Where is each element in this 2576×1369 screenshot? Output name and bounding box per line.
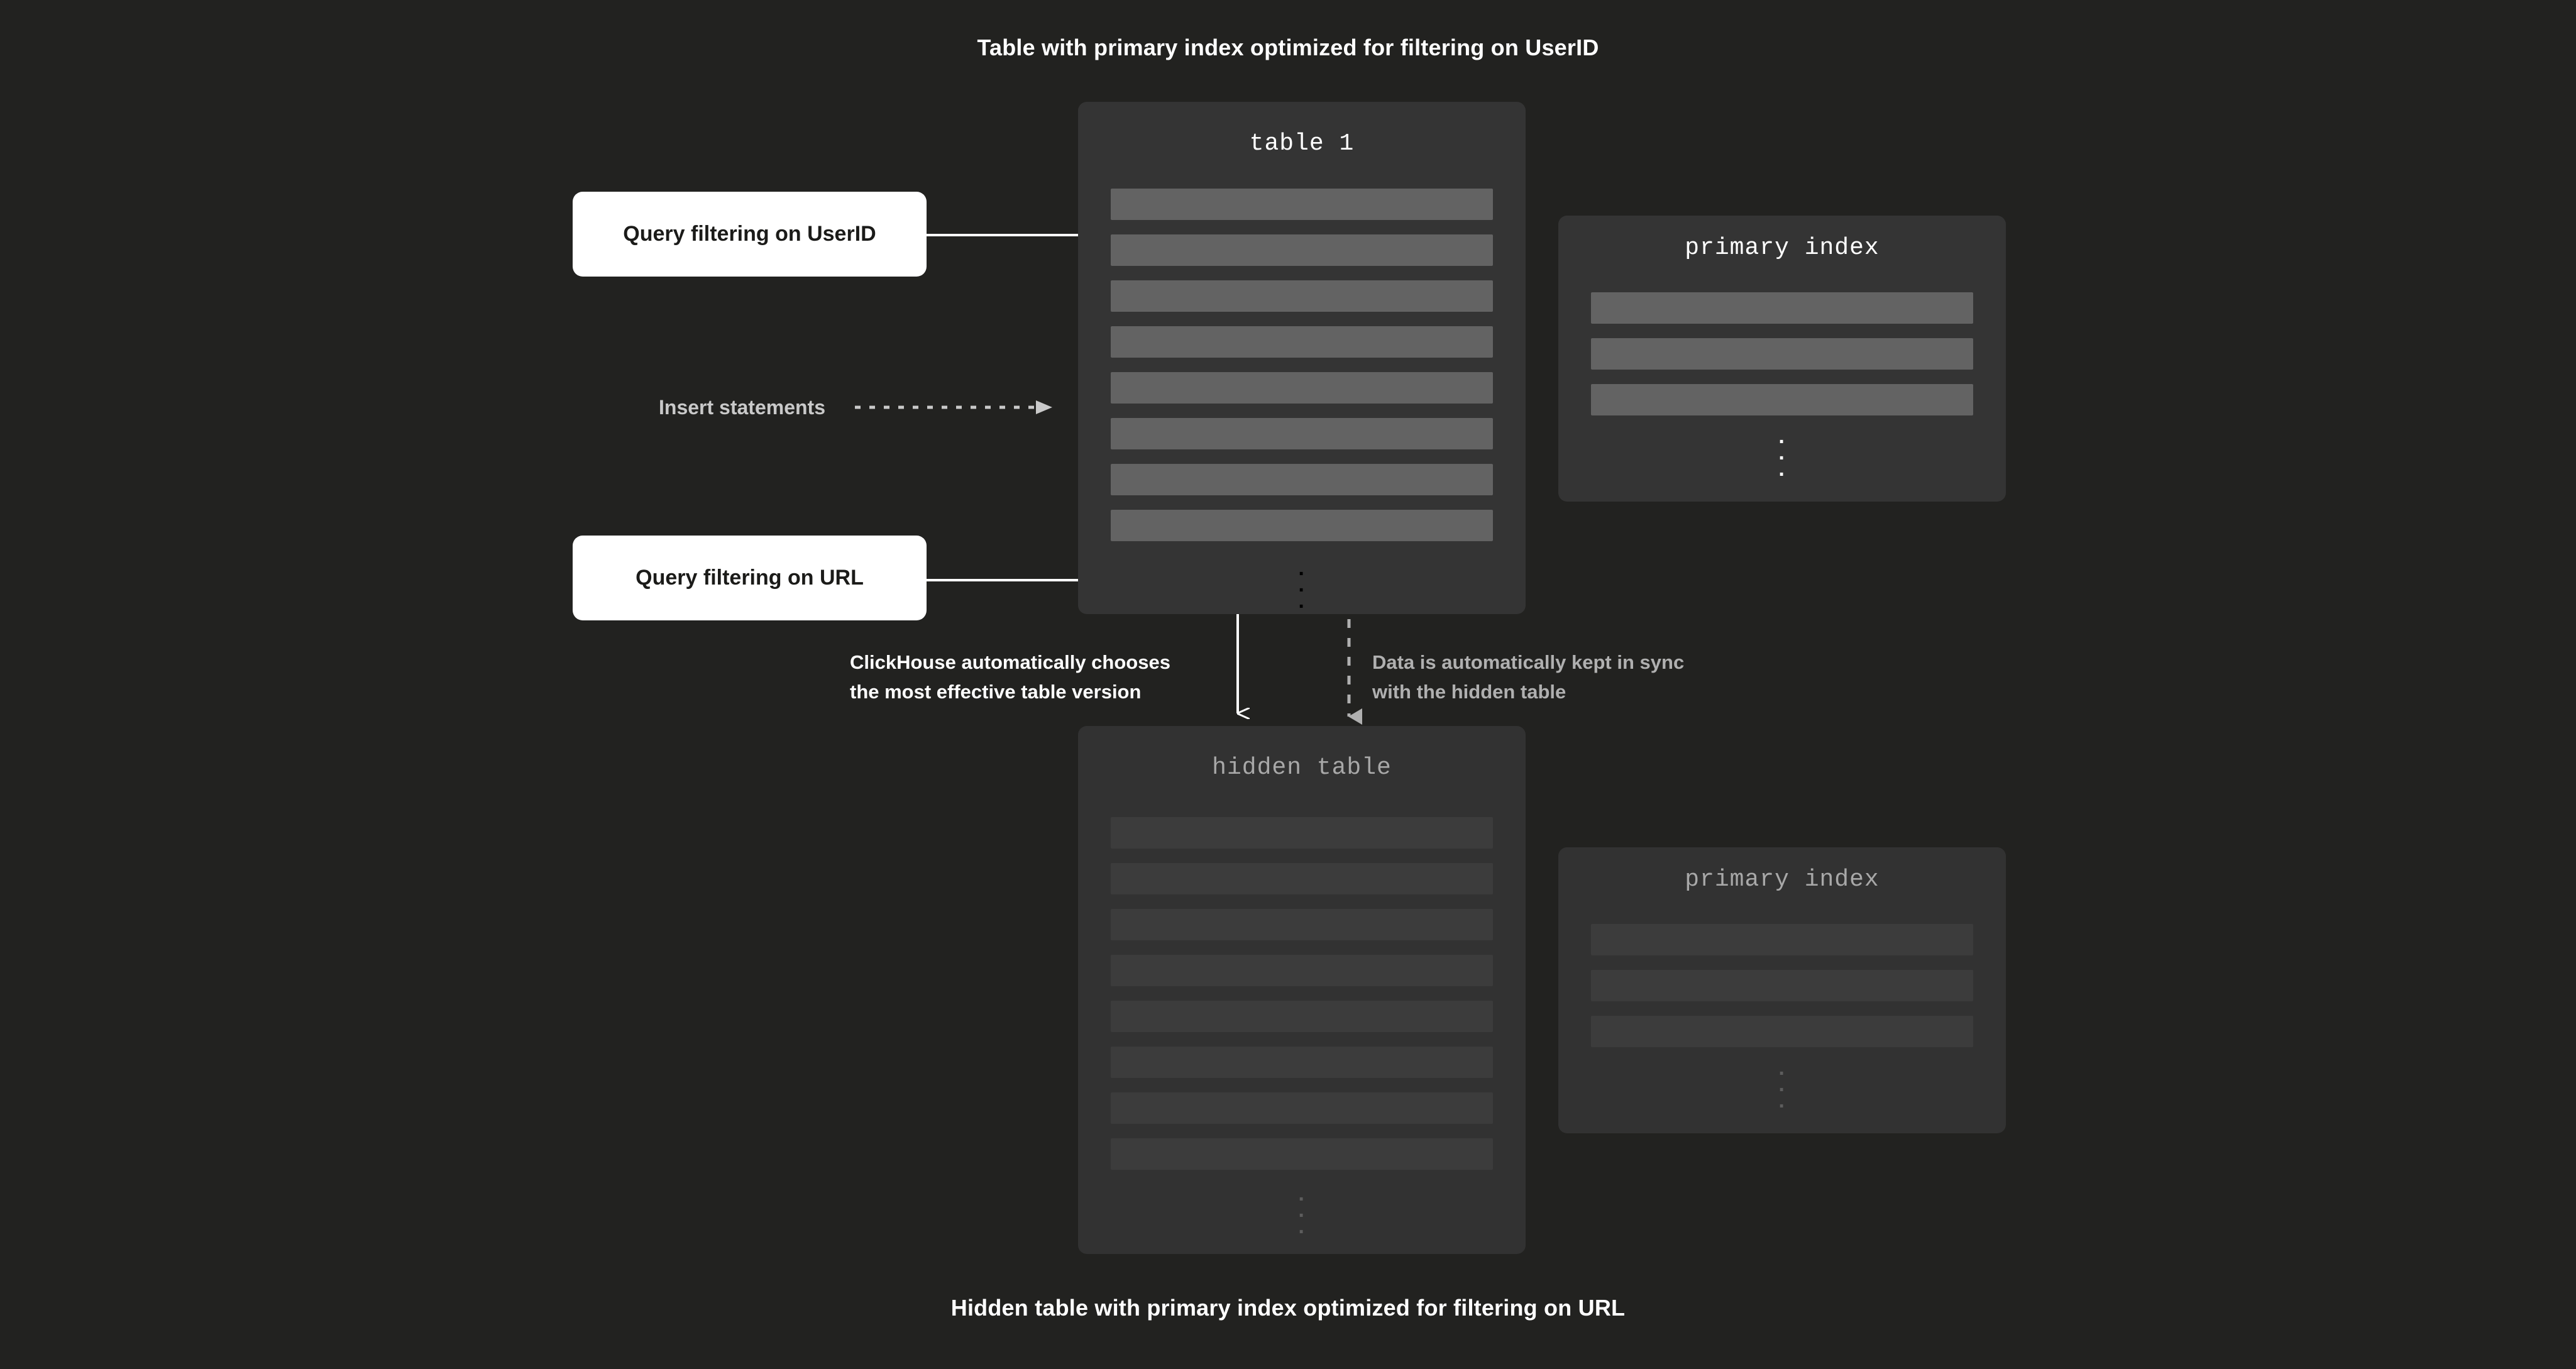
table-row bbox=[1591, 292, 1973, 324]
sync-line-2: with the hidden table bbox=[1372, 681, 1566, 703]
table-row bbox=[1591, 338, 1973, 370]
insert-statements-label: Insert statements bbox=[659, 396, 825, 419]
table-panel-main[interactable]: table 1 bbox=[1078, 102, 1526, 614]
table-row bbox=[1591, 384, 1973, 415]
table-row bbox=[1111, 1092, 1493, 1124]
choose-version-line-2: the most effective table version bbox=[850, 681, 1142, 703]
table-row bbox=[1111, 372, 1493, 404]
table-row bbox=[1111, 1047, 1493, 1078]
ellipsis-dot: · bbox=[1298, 1187, 1306, 1211]
choose-version-label: ClickHouse automatically chooses the mos… bbox=[850, 647, 1170, 706]
ellipsis-dot: · bbox=[1298, 595, 1306, 619]
table-rows-hidden bbox=[1078, 817, 1526, 1184]
table-ellipsis-main: · · · bbox=[1078, 562, 1526, 619]
table-row bbox=[1591, 924, 1973, 955]
ellipsis-dot: · bbox=[1298, 562, 1306, 586]
table-row bbox=[1111, 955, 1493, 986]
query-box-url[interactable]: Query filtering on URL bbox=[573, 536, 927, 620]
ellipsis-dot: · bbox=[1298, 1220, 1306, 1244]
table-row bbox=[1111, 510, 1493, 541]
choose-version-line-1: ClickHouse automatically chooses bbox=[850, 651, 1170, 673]
table-row bbox=[1111, 817, 1493, 849]
ellipsis-dot: · bbox=[1298, 1204, 1306, 1228]
table-panel-hidden[interactable]: hidden table bbox=[1078, 726, 1526, 1254]
primary-index-ellipsis-main: · · · bbox=[1558, 430, 2006, 487]
ellipsis-dot: · bbox=[1778, 1094, 1786, 1118]
table-row bbox=[1111, 189, 1493, 220]
bottom-caption: Hidden table with primary index optimize… bbox=[950, 1295, 1626, 1321]
table-row bbox=[1111, 1138, 1493, 1170]
table-row bbox=[1111, 909, 1493, 940]
ellipsis-dot: · bbox=[1778, 1062, 1786, 1086]
table-row bbox=[1111, 863, 1493, 894]
table-row bbox=[1111, 464, 1493, 495]
sync-line-1: Data is automatically kept in sync bbox=[1372, 651, 1685, 673]
primary-index-panel-main[interactable]: primary index bbox=[1558, 216, 2006, 502]
top-caption: Table with primary index optimized for f… bbox=[977, 35, 1599, 60]
sync-label: Data is automatically kept in sync with … bbox=[1372, 647, 1684, 706]
table-title-main: table 1 bbox=[1249, 130, 1355, 157]
primary-index-title-hidden: primary index bbox=[1685, 866, 1880, 893]
primary-index-ellipsis-hidden: · · · bbox=[1558, 1062, 2006, 1118]
table-row bbox=[1111, 234, 1493, 266]
table-row bbox=[1111, 1001, 1493, 1032]
table-row bbox=[1591, 1016, 1973, 1047]
table-title-hidden: hidden table bbox=[1212, 754, 1392, 781]
table-row bbox=[1111, 280, 1493, 312]
primary-index-panel-hidden[interactable]: primary index bbox=[1558, 847, 2006, 1133]
query-box-userid[interactable]: Query filtering on UserID bbox=[573, 192, 927, 277]
ellipsis-dot: · bbox=[1778, 1078, 1786, 1102]
ellipsis-dot: · bbox=[1298, 578, 1306, 602]
ellipsis-dot: · bbox=[1778, 446, 1786, 470]
ellipsis-dot: · bbox=[1778, 430, 1786, 454]
table-row bbox=[1111, 326, 1493, 358]
table-ellipsis-hidden: · · · bbox=[1078, 1187, 1526, 1244]
primary-index-rows-main bbox=[1558, 292, 2006, 430]
table-row bbox=[1111, 418, 1493, 449]
primary-index-rows-hidden bbox=[1558, 924, 2006, 1062]
ellipsis-dot: · bbox=[1778, 463, 1786, 487]
table-rows-main bbox=[1078, 189, 1526, 556]
table-row bbox=[1591, 970, 1973, 1001]
primary-index-title-main: primary index bbox=[1685, 234, 1880, 261]
